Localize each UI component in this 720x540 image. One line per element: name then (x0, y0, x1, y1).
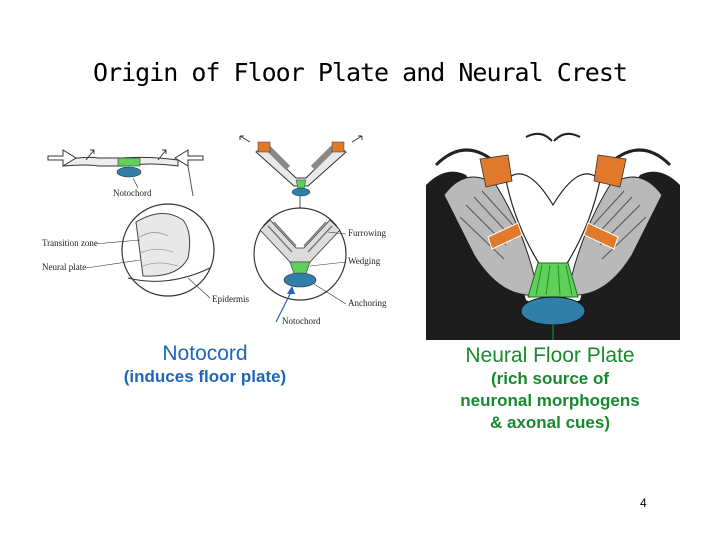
page-number: 4 (640, 496, 647, 510)
notocord-caption-subtitle: (induces floor plate) (123, 367, 287, 386)
neural-plate-stage-2 (239, 135, 363, 197)
notochord-pointer-arrow (275, 286, 295, 323)
label-notochord-bottom: Notochord (282, 316, 321, 326)
left-caption: Notocord (induces floor plate) (60, 342, 350, 387)
label-notochord-top: Notochord (113, 188, 152, 198)
label-furrowing: Furrowing (348, 228, 386, 238)
right-caption: Neural Floor Plate (rich source of neuro… (400, 344, 700, 434)
notochord (520, 296, 586, 326)
neural-plate-diagram: Notochord Transition zone Neural plate E… (42, 135, 387, 326)
wedging-magnified (253, 207, 347, 301)
label-transition-zone: Transition zone (42, 238, 98, 248)
label-wedging: Wedging (348, 256, 381, 266)
label-epidermis: Epidermis (212, 294, 249, 304)
label-anchoring: Anchoring (348, 298, 387, 308)
floor-plate-caption-line1: (rich source of (490, 369, 610, 388)
neural-plate-stage-1: Notochord (47, 149, 204, 198)
notocord-caption-title: Notocord (162, 342, 248, 365)
floor-plate-caption-line3: & axonal cues) (490, 413, 610, 432)
transition-zone-magnified (121, 203, 215, 297)
slide-title: Origin of Floor Plate and Neural Crest (93, 58, 628, 87)
neural-crest-right (593, 154, 627, 188)
floor-plate-caption-title: Neural Floor Plate (465, 344, 635, 367)
floor-plate-caption-line2: neuronal morphogens (460, 391, 640, 410)
neural-crest-left (479, 154, 513, 188)
label-neural-plate: Neural plate (42, 262, 86, 272)
neural-floor-plate-illustration (426, 125, 680, 340)
